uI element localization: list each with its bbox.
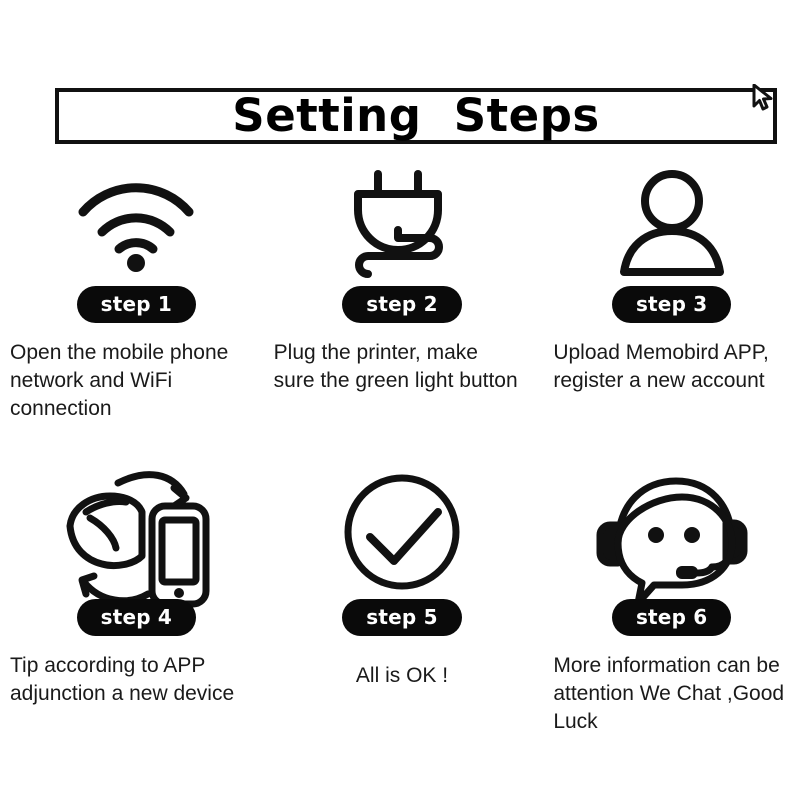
step-card-6: step 6 More information can be attention… xyxy=(533,477,800,736)
step-badge-5: step 5 xyxy=(342,598,462,636)
step-badge-3: step 3 xyxy=(611,286,732,323)
power-plug-icon xyxy=(342,168,462,280)
wifi-icon xyxy=(71,168,201,280)
title-banner: Setting Steps xyxy=(55,83,777,144)
step-badge-1: step 1 xyxy=(76,286,197,323)
step-badge-2: step 2 xyxy=(342,286,462,323)
user-account-icon xyxy=(614,168,730,280)
device-phone-sync-icon xyxy=(56,471,216,608)
step-caption-5: All is OK ! xyxy=(355,663,449,687)
step-card-1: step 1 Open the mobile phone network and… xyxy=(0,168,267,423)
support-headset-icon xyxy=(592,477,752,607)
cursor-pointer-icon xyxy=(751,83,773,114)
check-circle-icon xyxy=(332,474,472,593)
step-caption-3: Upload Memobird APP, register a new acco… xyxy=(553,341,769,392)
step-caption-6: More information can be attention We Cha… xyxy=(553,653,785,733)
title-banner-frame: Setting Steps xyxy=(55,88,777,144)
step-badge-6: step 6 xyxy=(611,598,732,636)
step-caption-2: Plug the printer, make sure the green li… xyxy=(273,341,518,392)
step-caption-4: Tip according to APP adjunction a new de… xyxy=(10,653,235,705)
step-card-2: step 2 Plug the printer, make sure the g… xyxy=(267,168,534,423)
step-card-4: step 4 Tip according to APP adjunction a… xyxy=(0,471,267,736)
step-caption-1: Open the mobile phone network and WiFi c… xyxy=(10,341,229,420)
step-badge-4: step 4 xyxy=(76,598,197,636)
step-card-5: step 5 All is OK ! xyxy=(267,474,534,736)
step-card-3: step 3 Upload Memobird APP, register a n… xyxy=(533,168,800,423)
page-title: Setting Steps xyxy=(232,88,600,142)
steps-grid: step 1 Open the mobile phone network and… xyxy=(0,168,800,736)
